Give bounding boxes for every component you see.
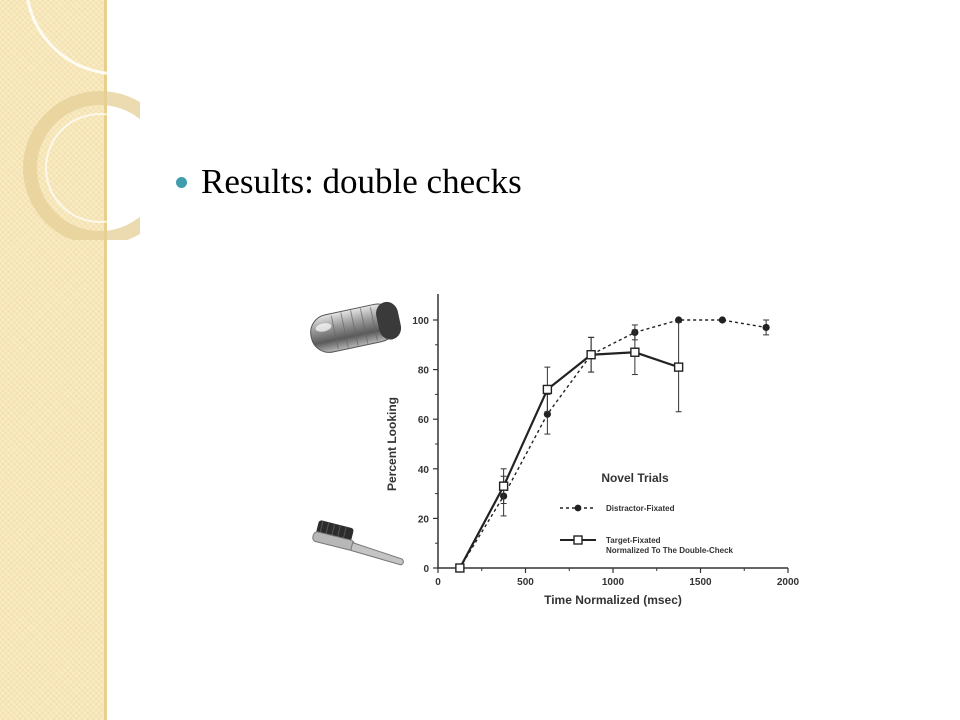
y-tick-label: 0 [423,564,429,575]
legend-marker [573,535,583,545]
data-point [498,481,509,491]
y-tick-label: 100 [412,316,429,327]
cylinder-object-image [310,301,402,353]
side-band-edge [104,0,107,720]
legend-label: Distractor-Fixated [606,504,675,513]
decorative-arc-top [26,0,140,76]
bullet-text: Results: double checks [201,162,522,201]
data-point [630,347,640,357]
series-1 [456,316,770,572]
data-point [542,384,553,395]
x-tick-label: 500 [517,577,534,588]
decorative-ring [23,91,140,240]
decorative-ring-inner [45,113,140,223]
data-point [543,410,551,418]
bullet-icon [176,176,187,188]
y-tick-label: 60 [418,415,430,426]
data-point [586,350,596,360]
y-axis-label: Percent Looking [385,397,399,491]
legend-marker [574,504,582,512]
x-axis-label: Time Normalized (msec) [544,593,682,607]
y-tick-label: 80 [418,366,430,377]
y-tick-label: 20 [418,514,430,525]
data-point [675,316,683,324]
decorative-circles [23,0,140,240]
brush-object-image [312,520,404,566]
x-tick-label: 1500 [689,577,712,588]
bullet-item: Results: double checks [176,162,522,202]
legend-label: Target-Fixated [606,536,661,545]
x-tick-label: 2000 [777,577,800,588]
data-point [673,362,684,372]
series-line [459,319,767,569]
x-tick-label: 0 [435,577,441,588]
data-point [762,323,770,332]
legend-title: Novel Trials [601,471,669,485]
legend-label: Normalized To The Double-Check [606,546,734,555]
series-2 [455,321,684,573]
series-line [458,351,679,569]
y-tick-label: 40 [418,465,430,476]
data-point [718,316,726,324]
x-tick-label: 1000 [602,577,625,588]
data-point [455,563,465,573]
chart-series [455,316,770,573]
chart-legend: Distractor-FixatedTarget-FixatedNormaliz… [560,504,734,555]
